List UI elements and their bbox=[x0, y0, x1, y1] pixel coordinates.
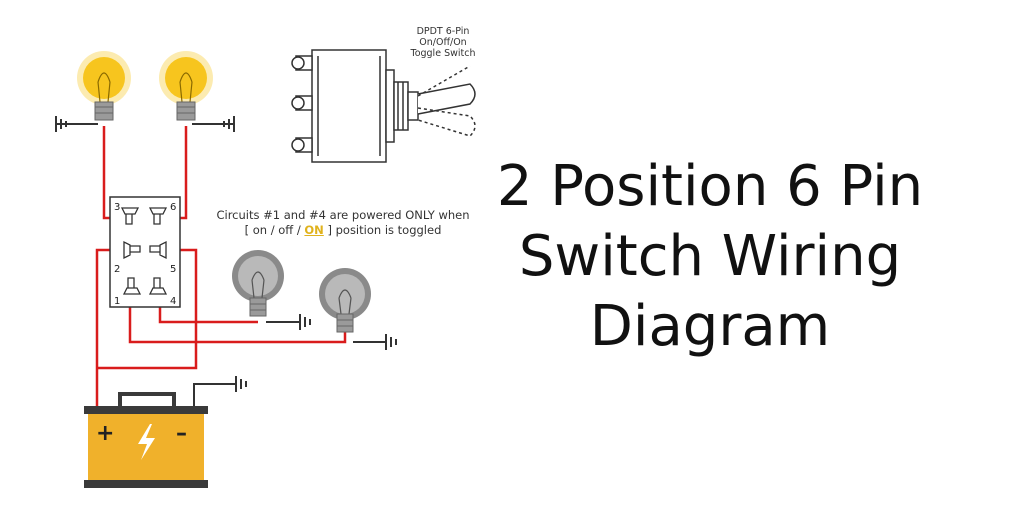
circuit-note: Circuits #1 and #4 are powered ONLY when… bbox=[208, 208, 478, 238]
bulb-off-right bbox=[319, 268, 397, 350]
bulb-off-left bbox=[232, 250, 311, 330]
ground-icon bbox=[299, 314, 311, 330]
title-line2: Switch Wiring bbox=[518, 224, 902, 289]
pin-label-5: 5 bbox=[170, 264, 176, 275]
pin-label-2: 2 bbox=[114, 264, 120, 275]
ground-icon bbox=[55, 116, 67, 132]
pin-6-terminal bbox=[148, 207, 168, 225]
switch-block: 3 6 2 5 1 4 bbox=[109, 196, 181, 308]
lightning-icon bbox=[138, 424, 155, 460]
ground-icon bbox=[385, 334, 397, 350]
ground-icon bbox=[235, 376, 247, 392]
note-on-highlight: ON bbox=[304, 223, 324, 237]
pin-label-4: 4 bbox=[170, 296, 176, 307]
toggle-switch-illustration bbox=[291, 49, 476, 163]
pin-label-3: 3 bbox=[114, 202, 120, 213]
pin-label-1: 1 bbox=[114, 296, 120, 307]
pin-4-terminal bbox=[148, 277, 168, 295]
ground-icon bbox=[223, 116, 235, 132]
note-line2: [ on / off / ON ] position is toggled bbox=[208, 223, 478, 238]
pin-5-terminal bbox=[149, 240, 167, 260]
battery-minus: – bbox=[176, 421, 187, 446]
bulb-lit-left bbox=[55, 51, 131, 132]
toggle-label-line2: On/Off/On bbox=[419, 37, 467, 48]
battery-plus: + bbox=[96, 421, 114, 446]
wire-pin1-bulb4 bbox=[128, 300, 347, 344]
pin-label-6: 6 bbox=[170, 202, 176, 213]
pin-2-terminal bbox=[123, 240, 141, 260]
note-line1: Circuits #1 and #4 are powered ONLY when bbox=[216, 208, 470, 222]
title-line1: 2 Position 6 Pin bbox=[496, 154, 924, 219]
toggle-label-line1: DPDT 6-Pin bbox=[416, 26, 470, 37]
title-line3: Diagram bbox=[589, 294, 831, 359]
toggle-switch-label: DPDT 6-Pin On/Off/On Toggle Switch bbox=[398, 26, 488, 59]
pin-1-terminal bbox=[122, 277, 142, 295]
pin-3-terminal bbox=[120, 207, 140, 225]
note-suffix: ] position is toggled bbox=[323, 223, 442, 237]
battery: + – bbox=[84, 376, 247, 488]
toggle-label-line3: Toggle Switch bbox=[410, 48, 476, 59]
note-prefix: [ on / off / bbox=[244, 223, 305, 237]
page-title: 2 Position 6 Pin Switch Wiring Diagram bbox=[450, 152, 970, 362]
bulb-lit-right bbox=[159, 51, 235, 132]
